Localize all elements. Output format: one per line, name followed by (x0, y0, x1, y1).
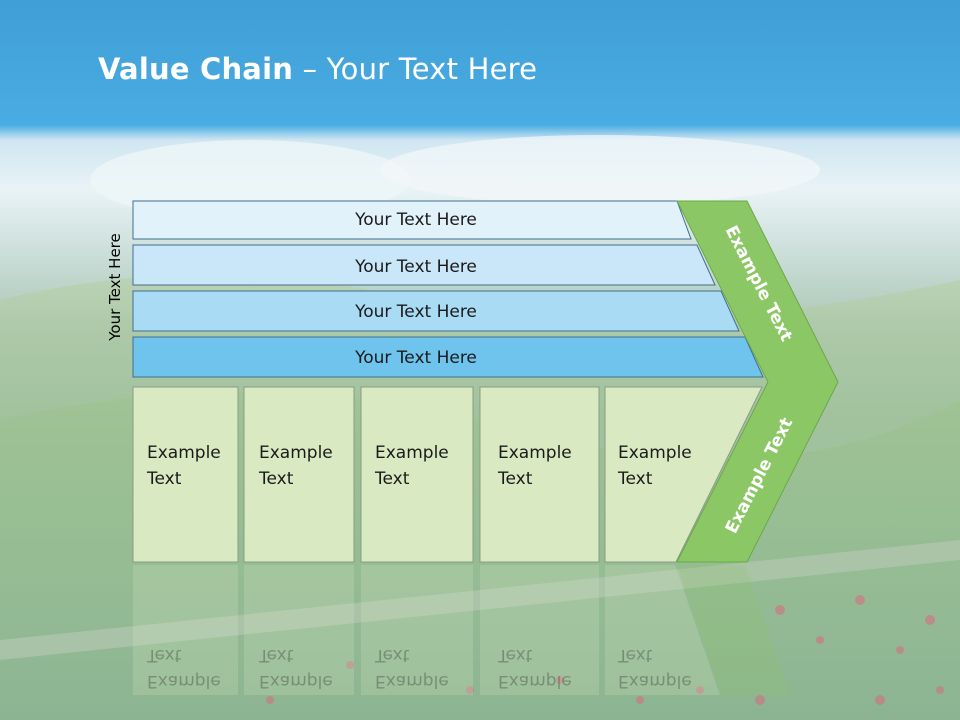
box-reflection (244, 565, 354, 695)
reflection-text: Example (375, 671, 449, 691)
box-3 (360, 386, 474, 563)
box-5-line2: Text (617, 469, 653, 489)
box-reflection (480, 565, 599, 695)
box-reflection (361, 565, 473, 695)
band-2 (132, 244, 716, 286)
reflection-text: Example (147, 671, 221, 691)
band-3-label: Your Text Here (354, 302, 477, 322)
box-1-line2: Text (146, 469, 182, 489)
box-1-line1: Example (147, 443, 221, 463)
band-4 (132, 336, 764, 378)
box-4 (479, 386, 600, 563)
reflection-texts: Text Example Text Example Text Example T… (146, 645, 692, 691)
chevron-arrow (676, 200, 839, 563)
box-4-line2: Text (497, 469, 533, 489)
slide-title: Value Chain – Your Text Here (98, 52, 537, 86)
reflection-text: Example (259, 671, 333, 691)
reflection-text: Text (374, 645, 410, 665)
reflection (133, 565, 790, 695)
band-1 (132, 200, 692, 240)
band-1-label: Your Text Here (354, 210, 477, 230)
reflection-text: Text (258, 645, 294, 665)
box-reflection (133, 565, 238, 695)
reflection-text: Text (146, 645, 182, 665)
box-3-line1: Example (375, 443, 449, 463)
slide-title-rest: – Your Text Here (293, 52, 538, 86)
slide-title-bold: Value Chain (98, 52, 294, 86)
box-2-line2: Text (258, 469, 294, 489)
reflection-text: Example (498, 671, 572, 691)
band-2-label: Your Text Here (354, 257, 477, 277)
reflection-text: Example (618, 671, 692, 691)
box-1 (132, 386, 239, 563)
box-reflection (605, 565, 720, 695)
band-3 (132, 290, 740, 332)
box-2 (243, 386, 355, 563)
reflection-text: Text (617, 645, 653, 665)
box-2-line1: Example (259, 443, 333, 463)
box-4-line1: Example (498, 443, 572, 463)
arrow-reflection (677, 565, 790, 695)
reflection-text: Text (497, 645, 533, 665)
box-5 (604, 386, 763, 563)
box-5-line1: Example (618, 443, 692, 463)
box-3-line2: Text (374, 469, 410, 489)
band-4-label: Your Text Here (354, 348, 477, 368)
